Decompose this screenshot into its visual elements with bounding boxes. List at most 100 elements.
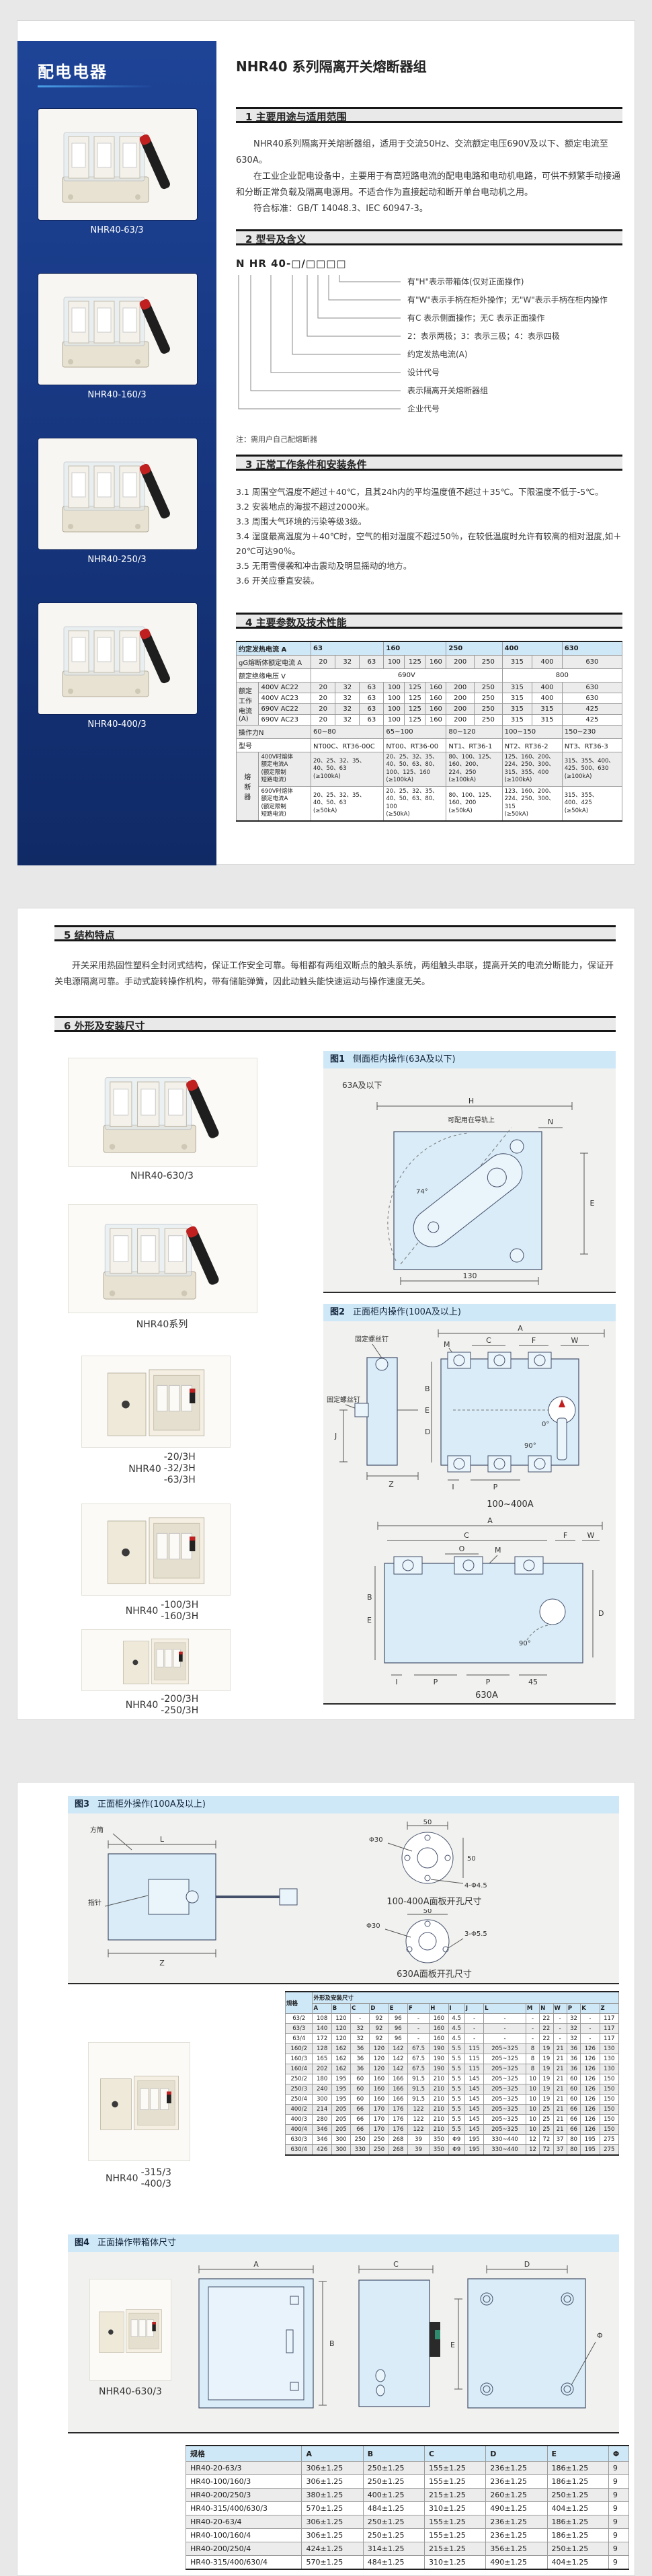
cell: 142 (388, 2054, 408, 2064)
model-legend-item: 设计代号 (407, 368, 440, 377)
cell: 22 (539, 2033, 554, 2044)
cell: 20 (311, 693, 336, 704)
section-5-body: 开关采用热固性塑料全封闭式结构，保证工作安全可靠。每相都有两组双断点的触头系统，… (54, 958, 616, 990)
cell: 160/2 (284, 2043, 313, 2054)
cell: - (553, 2013, 567, 2024)
cell: 100 (383, 655, 405, 669)
cell: 176 (388, 2104, 408, 2115)
dim-A-label: A (253, 2260, 259, 2269)
header-cell: L (483, 2003, 526, 2014)
cell: 236±1.25 (485, 2515, 548, 2529)
cell: 32 (566, 2033, 581, 2044)
cell: 22 (539, 2013, 554, 2024)
cell: HR40-315/400/630/4 (185, 2555, 302, 2570)
enclosure-product-image (94, 2285, 167, 2376)
cell: 19 (539, 2074, 554, 2084)
cell: 190 (429, 2043, 449, 2054)
cell: 170 (369, 2114, 389, 2125)
cell: 63/2 (284, 2013, 313, 2024)
fig3-handle-diagram: 方筒 L 指针 Z (88, 1826, 298, 1967)
dim-50-label: 50 (423, 1909, 432, 1915)
header-cell: 630 (561, 641, 623, 656)
holes-4phi45-label: 4-Φ4.5 (464, 1882, 487, 1889)
cell: 250 (473, 693, 503, 704)
square-tube-label: 方筒 (90, 1826, 104, 1834)
cell: 205~325 (483, 2043, 526, 2054)
caption-prefix: NHR40 (128, 1463, 161, 1475)
cell: 200 (446, 682, 475, 693)
cell: 202 (312, 2064, 332, 2074)
cell: 250/4 (284, 2094, 313, 2105)
cell: 21 (553, 2124, 567, 2135)
cell: 150 (599, 2094, 619, 2105)
cell: 186±1.25 (546, 2515, 609, 2529)
cell: 9 (608, 2515, 630, 2529)
fig3-tag: 图3 (75, 1799, 90, 1809)
cell: 96 (388, 2023, 408, 2034)
cell: HR40-315/400/630/3 (185, 2501, 302, 2515)
cell: 330~440 (483, 2144, 526, 2156)
photo-caption-group: NHR40 -20/3H -32/3H -63/3H (68, 1452, 256, 1486)
cell: 5.5 (448, 2084, 465, 2095)
cell: - (407, 2023, 430, 2034)
cell: 315、355、400、 425、500、630 (≥100kA) (561, 752, 623, 787)
photo-nhr40-630-box (89, 2279, 171, 2381)
cell: 160 (425, 714, 447, 726)
cell: 80 (566, 2134, 581, 2145)
cell: 115 (464, 2054, 485, 2064)
cell: 350 (429, 2144, 449, 2156)
cell: 165 (312, 2054, 332, 2064)
cell: 425 (561, 714, 623, 726)
cell: 424±1.25 (301, 2542, 364, 2556)
cell: 9 (608, 2528, 630, 2542)
cell: 10 (525, 2114, 540, 2125)
cell: 36 (350, 2054, 370, 2064)
cell: 96 (388, 2013, 408, 2024)
cell: 25 (539, 2124, 554, 2135)
cell: 315 (501, 703, 533, 715)
dim-P-label: P (493, 1483, 498, 1491)
cell: 63 (359, 682, 384, 693)
cell: 250±1.25 (362, 2461, 425, 2475)
cell: 404±1.25 (546, 2555, 609, 2570)
cell: 170 (369, 2104, 389, 2115)
cell: 20、25、32、35、 40、50、63 (≥100kA) (311, 752, 384, 787)
cell: 250 (473, 682, 503, 693)
dim-B-label: B (367, 1593, 372, 1602)
switch-product-image (50, 612, 185, 706)
cell: 117 (599, 2023, 619, 2034)
cell: 92 (369, 2033, 389, 2044)
dim-W-label: W (587, 1531, 595, 1540)
cell: 63/3 (284, 2023, 313, 2034)
cell: 800 (501, 668, 623, 682)
cell: 186±1.25 (546, 2528, 609, 2542)
cell: 315 (501, 655, 533, 669)
cell: 215±1.25 (424, 2542, 487, 2556)
dim-M-label: M (444, 1340, 450, 1349)
cell: 100 (383, 703, 405, 715)
cell: 126 (580, 2043, 600, 2054)
cell: 315 (501, 682, 533, 693)
cell: 690V时熔体 额定电流A (额定限制 短路电流) (258, 785, 312, 822)
cell: 125 (404, 703, 426, 715)
header-cell: 63 (311, 641, 384, 656)
cell: 63 (359, 655, 384, 669)
cell: 19 (539, 2043, 554, 2054)
cell: 21 (553, 2114, 567, 2125)
cell: 100~150 (501, 725, 563, 739)
cell: 120 (331, 2023, 352, 2034)
fig1-panel: 63A及以下 H 可配用在导轨上 N 74° E 130 (323, 1068, 616, 1293)
cell: 166 (388, 2084, 408, 2095)
cell: 145 (464, 2124, 485, 2135)
cell: 60 (566, 2074, 581, 2084)
fig4-panel: A B C D E Φ (68, 2252, 619, 2433)
cell: 21 (553, 2104, 567, 2115)
cell: 162 (331, 2064, 352, 2074)
cell: 66 (566, 2114, 581, 2125)
cell: 120 (369, 2064, 389, 2074)
cell: 20、25、32、35、 40、50、63 (≥50kA) (311, 785, 384, 822)
cell: 250 (473, 714, 503, 726)
fig2-caption-1: 100~400A (487, 1499, 534, 1510)
